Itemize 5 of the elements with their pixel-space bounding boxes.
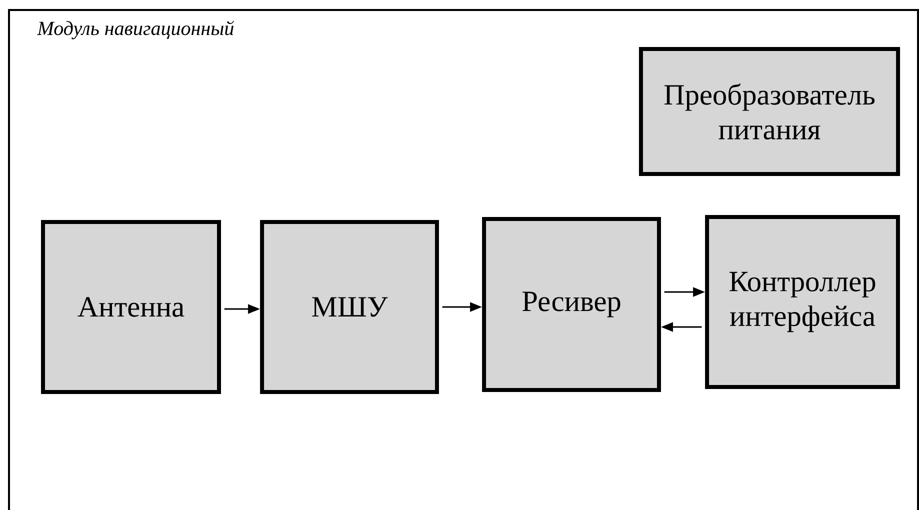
block-box: Антенна	[41, 220, 221, 394]
block-box: МШУ	[260, 220, 439, 394]
block-box: Преобразователь питания	[638, 46, 900, 176]
block-box: Контроллер интерфейса	[705, 215, 900, 389]
block-box: Ресивер	[482, 217, 661, 392]
